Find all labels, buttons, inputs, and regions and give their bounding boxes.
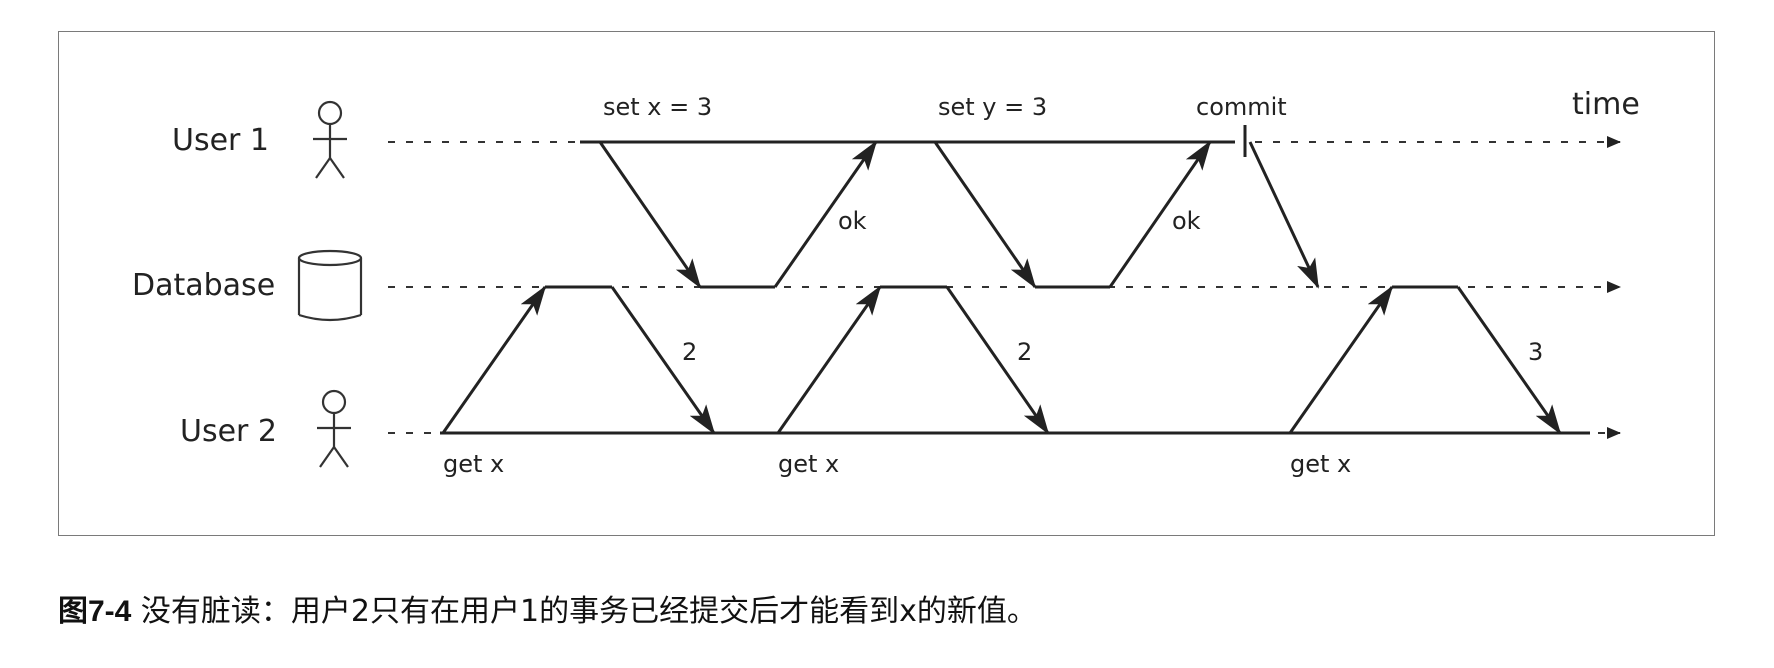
get-x-1-label: get x bbox=[443, 450, 504, 478]
database-cylinder-icon bbox=[297, 249, 363, 322]
result-3-label: 3 bbox=[1528, 338, 1543, 366]
figure-caption: 图7-4 没有脏读：用户2只有在用户1的事务已经提交后才能看到x的新值。 bbox=[58, 586, 1037, 630]
user1-commit-message bbox=[1248, 141, 1320, 289]
user2-stick-figure-icon bbox=[317, 389, 351, 468]
set-x-label: set x = 3 bbox=[603, 93, 712, 121]
figure-frame bbox=[58, 31, 1715, 536]
ok-1-label: ok bbox=[838, 207, 867, 235]
actor-label-user2: User 2 bbox=[180, 414, 277, 449]
result-2-label: 2 bbox=[1017, 338, 1032, 366]
user2-read-2 bbox=[776, 285, 1050, 435]
set-y-label: set y = 3 bbox=[938, 93, 1047, 121]
actor-label-user1: User 1 bbox=[172, 123, 269, 158]
commit-label: commit bbox=[1196, 93, 1287, 121]
ok-2-label: ok bbox=[1172, 207, 1201, 235]
user1-stick-figure-icon bbox=[313, 100, 347, 179]
get-x-3-label: get x bbox=[1290, 450, 1351, 478]
user1-set-x-message bbox=[598, 140, 878, 289]
user2-read-3 bbox=[1288, 285, 1562, 435]
get-x-2-label: get x bbox=[778, 450, 839, 478]
time-label: time bbox=[1572, 87, 1640, 122]
actor-label-database: Database bbox=[132, 268, 275, 303]
user2-read-1 bbox=[441, 285, 716, 435]
caption-text: 没有脏读：用户2只有在用户1的事务已经提交后才能看到x的新值。 bbox=[131, 594, 1037, 629]
figure-number: 图7-4 bbox=[58, 595, 132, 628]
result-1-label: 2 bbox=[682, 338, 697, 366]
user1-timeline bbox=[388, 125, 1621, 157]
user1-set-y-message bbox=[933, 140, 1212, 289]
